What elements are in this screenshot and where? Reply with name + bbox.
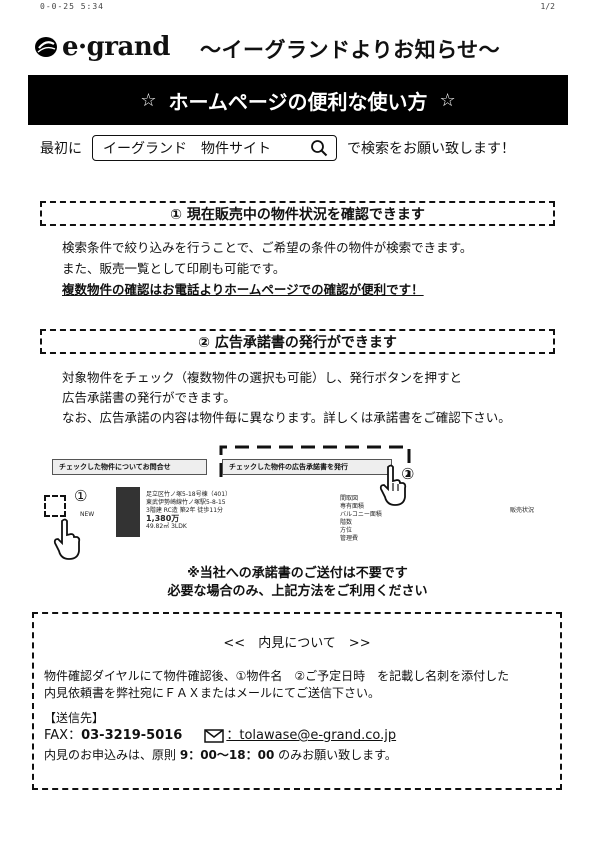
section2-line: 広告承諾書の発行ができます。 (62, 390, 236, 405)
section2-title-box: ② 広告承諾書の発行ができます (40, 329, 555, 354)
section1-emphasis: 複数物件の確認はお電話よりホームページでの確認が便利です！ (62, 282, 424, 297)
highlight-dashed-frame (219, 445, 411, 477)
egrand-logo: e·grand (34, 32, 170, 62)
title-banner: ☆ ホームページの便利な使い方 ☆ (28, 75, 568, 125)
listing-line: 49.82㎡ 3LDK (146, 523, 187, 530)
search-query: イーグランド 物件サイト (103, 141, 271, 157)
egrand-logo-icon (35, 37, 57, 57)
search-suffix: で検索をお願い致します！ (347, 141, 515, 157)
detail-line: バルコニー面積 (340, 511, 382, 518)
pointing-hand-icon (379, 464, 407, 506)
section2-title: ② 広告承諾書の発行ができます (198, 334, 397, 351)
marker-2: ② (401, 465, 415, 483)
info-line: 内見依頼書を弊社宛にＦＡＸまたはメールにてご送信下さい。 (44, 686, 381, 700)
website-screenshot: チェックした物件についてお問合せ チェックした物件の広告承諾書を発行 ② ① N… (40, 445, 555, 565)
new-badge: NEW (80, 511, 95, 518)
email-link[interactable]: ：tolawase@e-grand.co.jp (226, 728, 397, 743)
star-icon: ☆ (439, 89, 456, 111)
mail-icon (204, 728, 225, 743)
section1-title-box: ① 現在販売中の物件状況を確認できます (40, 201, 555, 226)
send-label: 【送信先】 (44, 711, 105, 725)
fax-label: FAX： (44, 728, 82, 743)
section2-line: なお、広告承諾の内容は物件毎に異なります。詳しくは承諾書をご確認下さい。 (62, 410, 511, 425)
search-box: イーグランド 物件サイト (92, 135, 337, 161)
listing-line: 足立区竹ノ塚5-18号棟（401） (146, 491, 232, 498)
inquiry-button[interactable]: チェックした物件についてお問合せ (52, 459, 207, 475)
detail-line: 管理費 (340, 535, 359, 542)
search-prefix: 最初に (40, 141, 82, 157)
detail-line: 階数 (340, 519, 353, 526)
listing-line: 3階建 RC造 築2年 徒歩11分 (146, 507, 224, 514)
page-heading: ～イーグランドよりお知らせ～ (200, 38, 501, 62)
detail-line: 専有面積 (340, 503, 365, 510)
search-icon (311, 140, 328, 157)
hours-suffix: のみお願い致します。 (278, 748, 397, 762)
hours-prefix: 内見のお申込みは、原則 (44, 748, 177, 762)
section1-line: また、販売一覧として印刷も可能です。 (62, 261, 286, 276)
detail-line: 間取図 (340, 495, 359, 502)
logo-text: e·grand (62, 32, 170, 62)
issue-approval-button[interactable]: チェックした物件の広告承諾書を発行 (222, 459, 392, 475)
info-line: 物件確認ダイヤルにて物件確認後、①物件名 ②ご予定日時 を記載し名刺を添付した (44, 669, 510, 683)
listing-line: 東武伊勢崎線竹ノ塚駅5-8-15 (146, 499, 226, 506)
pointing-hand-icon (53, 518, 81, 560)
edge-label: 販売状況 (510, 507, 535, 514)
info-title: << 内見について >> (223, 636, 371, 651)
section1-title: ① 現在販売中の物件状況を確認できます (170, 206, 425, 223)
listing-price: 1,380万 (146, 514, 180, 523)
section2-line: 対象物件をチェック（複数物件の選択も可能）し、発行ボタンを押すと (62, 370, 463, 385)
inquiry-button-label: チェックした物件についてお問合せ (59, 463, 171, 471)
fax-number: 03-3219-5016 (81, 728, 183, 743)
hours: 9：00～18：00 (179, 748, 275, 762)
star-icon: ☆ (140, 89, 157, 111)
section1-line: 検索条件で絞り込みを行うことで、ご希望の条件の物件が検索できます。 (62, 240, 473, 255)
property-checkbox[interactable] (44, 495, 66, 517)
fax-header-timestamp: 0-0-25 5:34 (40, 2, 104, 11)
marker-1: ① (74, 487, 88, 505)
note-line: 必要な場合のみ、上記方法をご利用ください (167, 584, 428, 599)
search-instruction: 最初に イーグランド 物件サイト で検索をお願い致します！ (40, 135, 515, 161)
property-photo (116, 487, 140, 537)
viewing-info-box: << 内見について >> 物件確認ダイヤルにて物件確認後、①物件名 ②ご予定日時… (32, 612, 562, 790)
fax-header-page: 1/2 (540, 2, 555, 11)
note-line: ※当社への承諾書のご送付は不要です (187, 566, 408, 581)
detail-line: 方位 (340, 527, 353, 534)
banner-title: ホームページの便利な使い方 (168, 89, 428, 114)
issue-approval-button-label: チェックした物件の広告承諾書を発行 (229, 463, 348, 471)
